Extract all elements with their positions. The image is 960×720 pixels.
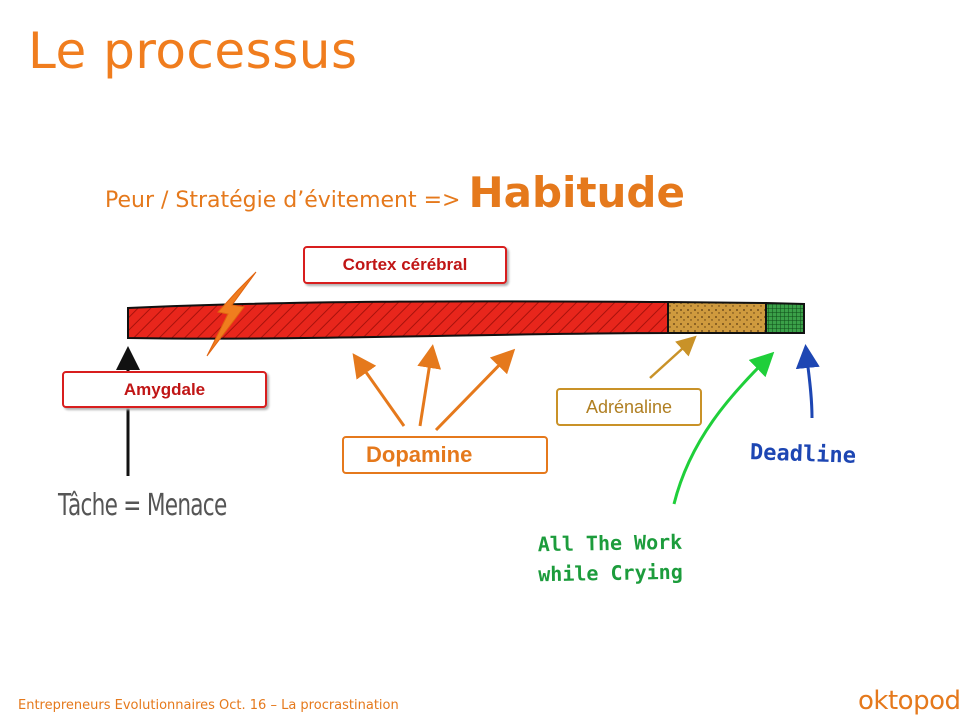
deadline-note: Deadline <box>749 440 857 469</box>
cortex-label: Cortex cérébral <box>303 246 507 284</box>
adrenaline-arrow <box>649 335 697 379</box>
subtitle-emphasis: Habitude <box>468 168 685 217</box>
task-menace-note: Tâche = Menace <box>58 488 227 523</box>
work-note-line2: while Crying <box>538 559 683 587</box>
work-arrow <box>672 351 775 505</box>
footer-text: Entrepreneurs Evolutionnaires Oct. 16 – … <box>18 698 399 713</box>
adrenaline-label: Adrénaline <box>556 388 702 426</box>
deadline-arrow <box>795 344 820 419</box>
dopamine-arrow-left <box>352 353 406 427</box>
dopamine-arrow-middle <box>417 344 442 427</box>
work-crying-note: All The Work while Crying <box>537 527 683 590</box>
slide-subtitle: Peur / Stratégie d’évitement => Habitude <box>105 168 685 217</box>
work-note-line1: All The Work <box>537 529 683 557</box>
dopamine-label: Dopamine <box>342 436 548 474</box>
dopamine-arrow-right <box>434 348 516 432</box>
deadline-zone-segment <box>765 301 805 334</box>
adrenaline-zone-segment <box>667 300 767 334</box>
slide-title: Le processus <box>28 22 358 80</box>
brand-logo: oktopod <box>858 686 960 716</box>
red-zone-segment <box>127 300 669 340</box>
amygdale-label: Amygdale <box>62 371 267 408</box>
lightning-icon <box>206 271 257 357</box>
subtitle-lead: Peur / Stratégie d’évitement => <box>105 188 461 213</box>
